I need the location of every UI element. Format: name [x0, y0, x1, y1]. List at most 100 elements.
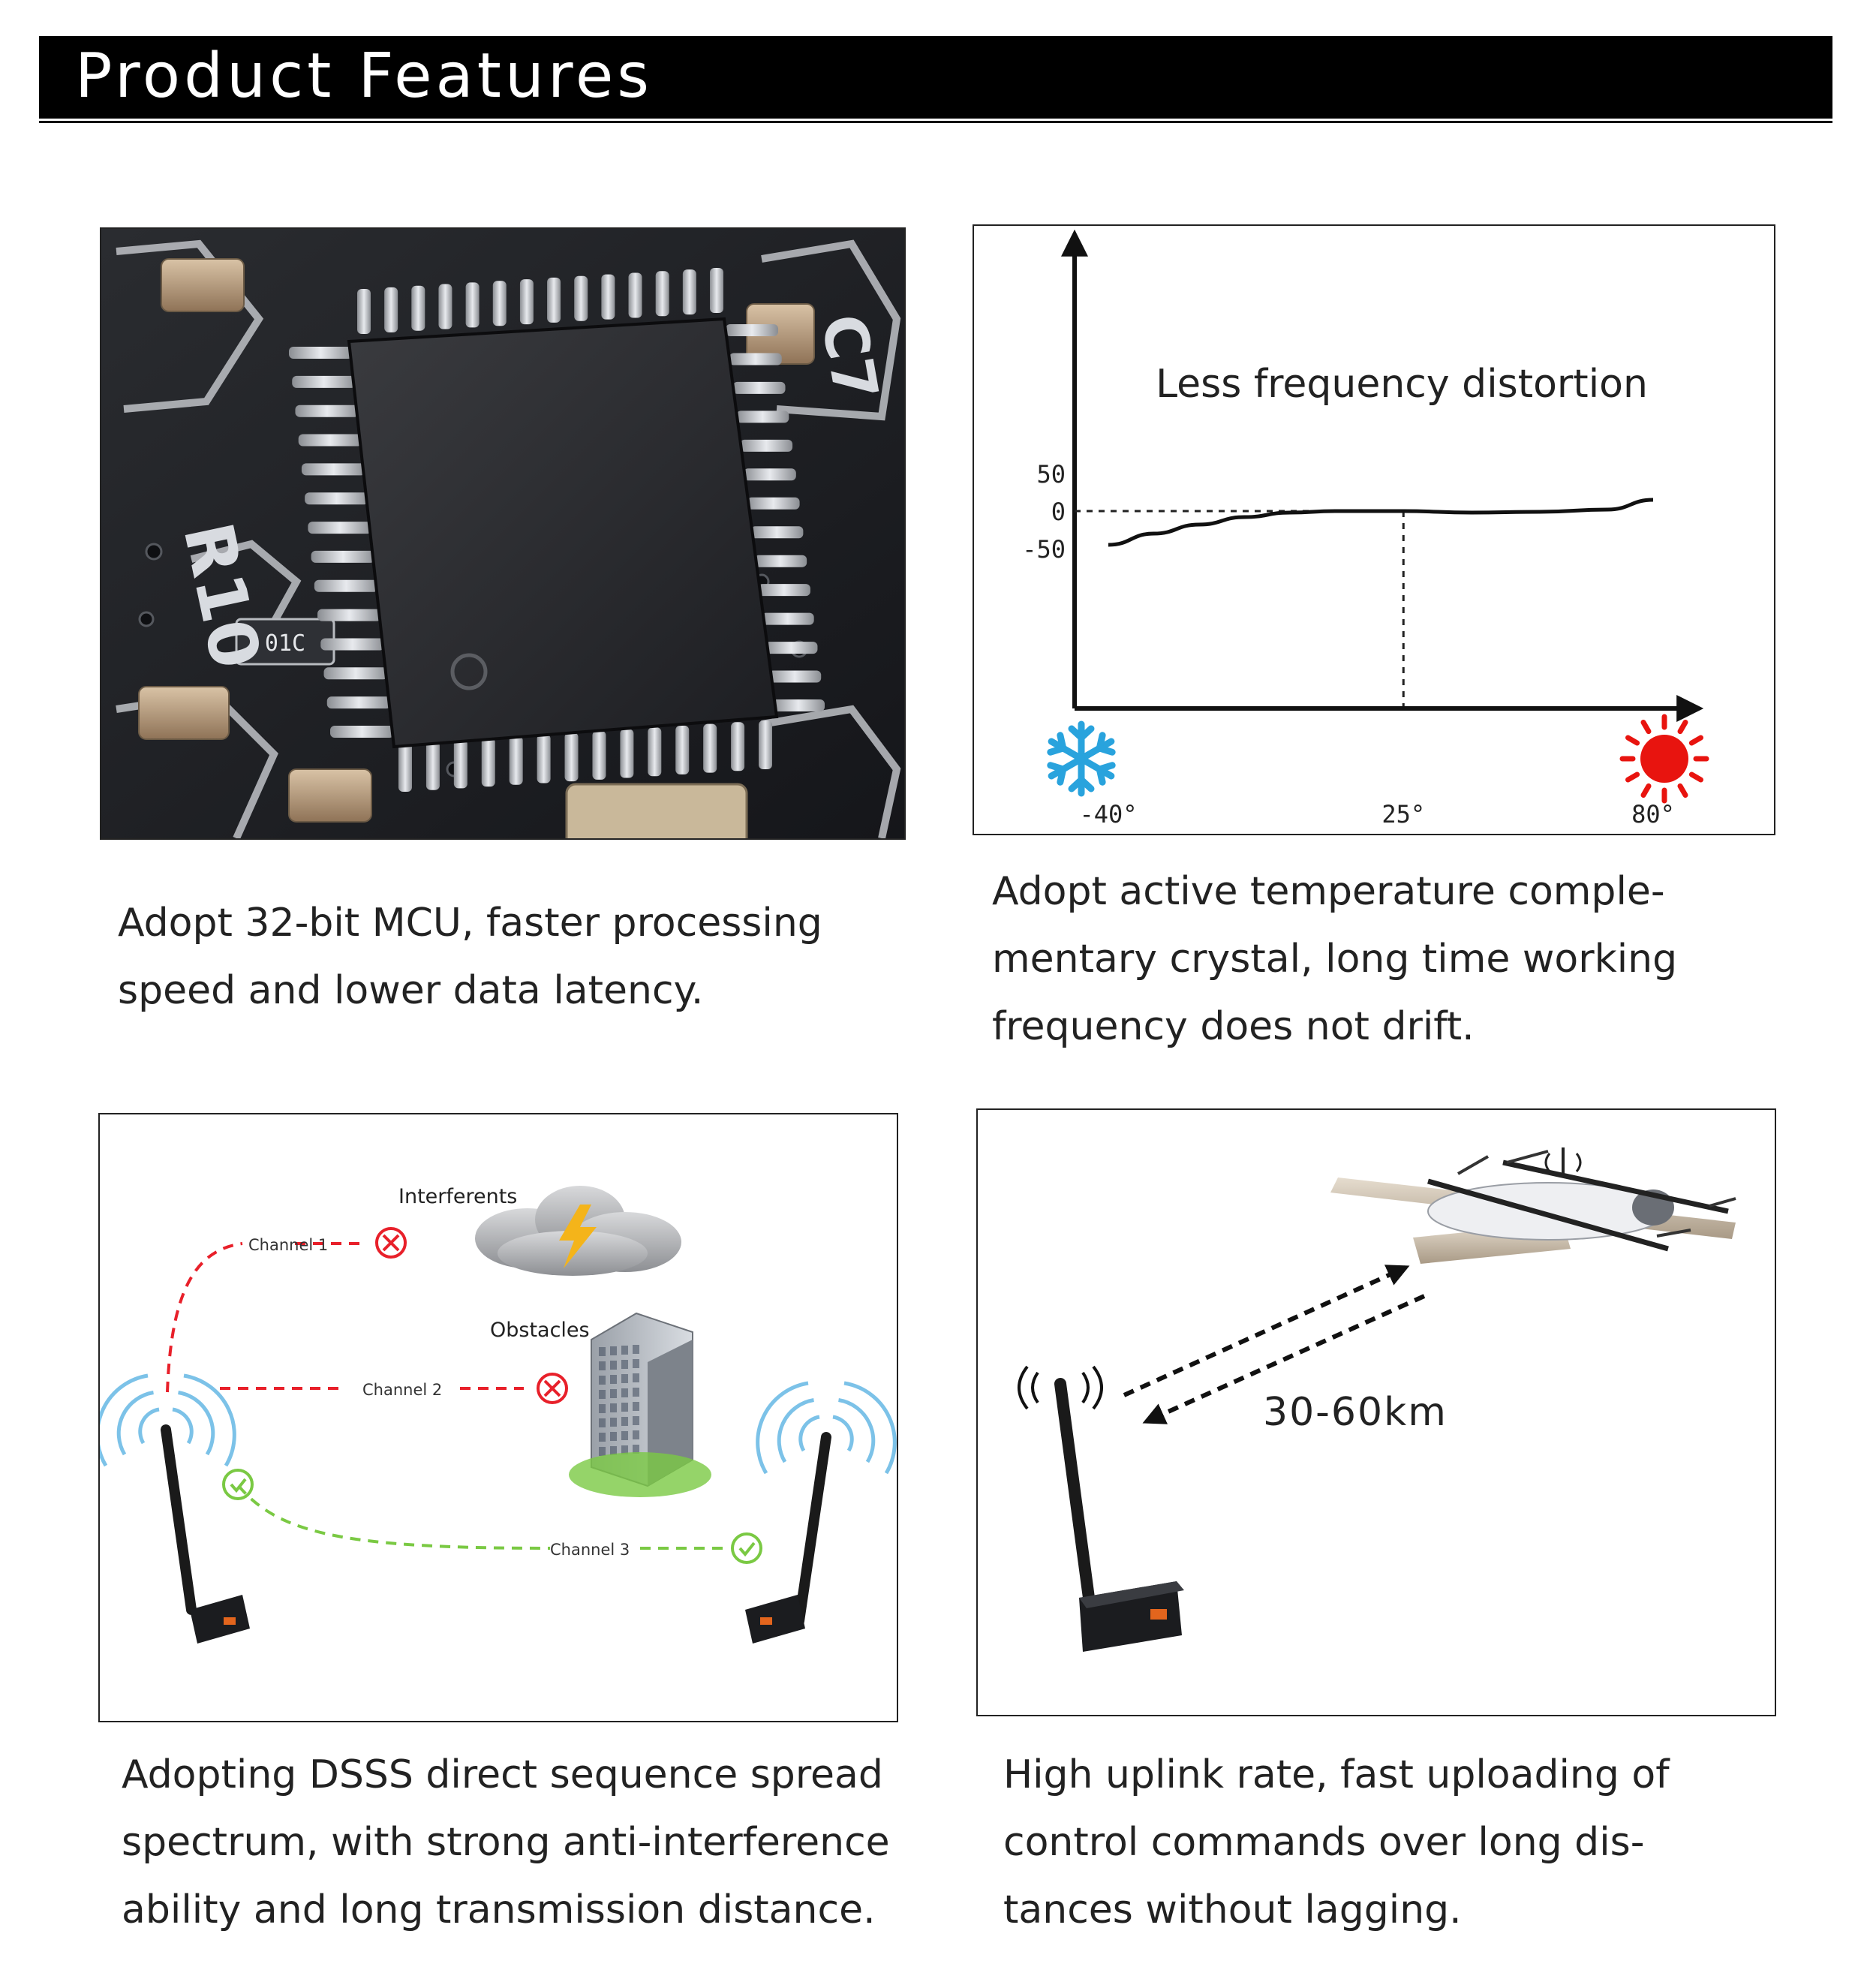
- chip-pin: [736, 411, 789, 423]
- chip-pin: [747, 497, 800, 510]
- radio-module-left: [100, 1373, 250, 1644]
- caption-line: frequency does not drift.: [992, 1004, 1475, 1049]
- silkscreen-c7: C7: [807, 309, 891, 406]
- chip-pin: [308, 522, 372, 534]
- chip-pin: [620, 729, 634, 778]
- chip-pin: [757, 584, 810, 597]
- caption-line: ability and long transmission distance.: [122, 1887, 876, 1932]
- chip-pin: [411, 285, 425, 331]
- check-icon: [222, 1469, 254, 1500]
- feature-caption-crystal: Adopt active temperature comple- mentary…: [992, 858, 1677, 1060]
- chip-pin: [743, 468, 796, 481]
- header-bar: Product Features: [39, 36, 1832, 119]
- chip-pin: [481, 738, 495, 787]
- page-title: Product Features: [75, 41, 653, 112]
- chip-pin: [295, 405, 359, 417]
- x-tick-label: 80°: [1631, 800, 1675, 829]
- chip-pin: [765, 642, 818, 654]
- caption-line: speed and lower data latency.: [118, 968, 704, 1013]
- obstacles-label: Obstacles: [490, 1319, 590, 1342]
- chart-title: Less frequency distortion: [1156, 362, 1648, 407]
- channel-2-label: Channel 2: [362, 1381, 442, 1399]
- chip-pin: [384, 287, 398, 332]
- chip-pin: [759, 720, 772, 769]
- uplink-diagram-svg: 30-60km: [1018, 1147, 1736, 1652]
- frequency-chart: Less frequency distortion 50 0 -50 -40° 25°…: [973, 224, 1775, 835]
- chip-pin: [465, 282, 480, 328]
- chip-pin: [732, 381, 786, 394]
- chip-pin: [326, 696, 391, 709]
- check-icon: [731, 1532, 762, 1564]
- feature-caption-uplink: High uplink rate, fast uploading of cont…: [1003, 1741, 1670, 1944]
- chip-pin: [754, 555, 807, 567]
- chip-pin: [492, 281, 507, 326]
- caption-line: Adopt active temperature comple-: [992, 869, 1665, 914]
- caption-line: control commands over long dis-: [1003, 1820, 1645, 1865]
- building-icon: [569, 1312, 711, 1497]
- feature-caption-dsss: Adopting DSSS direct sequence spread spe…: [122, 1741, 890, 1944]
- dsss-diagram-svg: Interferents Obstacles Channel 1 Channel…: [100, 1185, 897, 1644]
- chip-pin: [761, 612, 814, 625]
- caption-line: mentary crystal, long time working: [992, 937, 1678, 982]
- chip-pin: [675, 725, 690, 774]
- radio-module-right: [745, 1381, 897, 1644]
- chip-pin: [305, 492, 369, 505]
- distance-label: 30-60km: [1263, 1390, 1448, 1435]
- uplink-diagram: 30-60km: [976, 1108, 1776, 1716]
- y-tick-label: 0: [1051, 498, 1066, 526]
- x-tick-label: 25°: [1381, 800, 1425, 829]
- caption-line: tances without lagging.: [1003, 1887, 1462, 1932]
- chip-pin: [729, 353, 782, 365]
- chip-pin: [710, 268, 723, 313]
- feature-caption-mcu: Adopt 32-bit MCU, faster processing spee…: [118, 889, 822, 1024]
- caption-line: spectrum, with strong anti-interference: [122, 1820, 890, 1865]
- frequency-chart-svg: Less frequency distortion 50 0 -50 -40° 25°…: [1022, 229, 1709, 829]
- chip-pin: [768, 670, 822, 683]
- chip-pin: [772, 699, 825, 711]
- chip-pin: [750, 526, 804, 539]
- chip-pin: [574, 275, 588, 321]
- chip-pin: [289, 347, 353, 359]
- chip-pin: [323, 667, 388, 680]
- dsss-diagram: Interferents Obstacles Channel 1 Channel…: [98, 1113, 898, 1722]
- chip-pin: [655, 271, 669, 317]
- y-tick-label: -50: [1022, 535, 1066, 564]
- blocked-icon: [537, 1373, 568, 1404]
- chip-pin: [564, 732, 579, 782]
- header-divider: [39, 121, 1832, 123]
- caption-line: High uplink rate, fast uploading of: [1003, 1752, 1670, 1797]
- y-tick-label: 50: [1036, 460, 1066, 489]
- blocked-icon: [375, 1227, 407, 1259]
- resistor-label: 01C: [265, 630, 305, 657]
- interferents-label: Interferents: [398, 1185, 517, 1208]
- chip-pin: [298, 434, 362, 447]
- caption-line: Adopt 32-bit MCU, faster processing: [118, 901, 822, 946]
- channel-1-label: Channel 1: [248, 1236, 328, 1254]
- chip-pin: [453, 739, 467, 789]
- chip-pin: [425, 741, 440, 790]
- chip-pin: [330, 726, 394, 738]
- chip-pin: [301, 463, 365, 476]
- ground-radio-module: [1018, 1365, 1184, 1652]
- downlink-arrow: [1142, 1294, 1426, 1424]
- chip-pin: [726, 324, 778, 336]
- chip-pin: [547, 277, 561, 323]
- chip-pin: [731, 722, 745, 771]
- chip-pin: [628, 272, 642, 318]
- chip-pin: [398, 743, 412, 792]
- channel-1-path: [166, 1242, 243, 1393]
- channel-3-label: Channel 3: [550, 1541, 630, 1559]
- chip-pin: [703, 723, 717, 773]
- mcu-chip-image: 01C R10 C7: [100, 227, 906, 840]
- chip-pin: [317, 609, 382, 621]
- chip-pin: [682, 269, 696, 315]
- chip-pin: [509, 735, 523, 785]
- mcu-chip-illustration: 01C R10 C7: [101, 229, 904, 838]
- caption-line: Adopting DSSS direct sequence spread: [122, 1752, 883, 1797]
- chip-pin: [314, 579, 378, 592]
- sun-icon: [1619, 714, 1709, 804]
- chip-pin: [601, 274, 615, 320]
- chip-pin: [292, 375, 356, 388]
- x-tick-label: -40°: [1079, 800, 1137, 829]
- frequency-series-line: [1108, 498, 1654, 547]
